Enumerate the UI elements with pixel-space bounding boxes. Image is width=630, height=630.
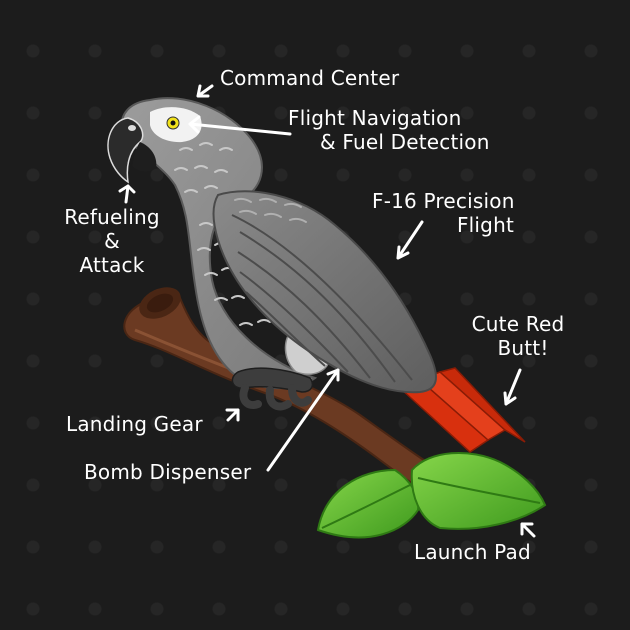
label-launch-pad: Launch Pad xyxy=(414,540,531,564)
red-tail xyxy=(398,367,526,453)
arrow-flight-navigation xyxy=(188,115,292,136)
label-cute-red-butt-line2: Butt! xyxy=(497,336,549,360)
label-bomb-dispenser: Bomb Dispenser xyxy=(84,460,252,484)
parrot-head xyxy=(107,107,202,184)
arrow-launch-pad xyxy=(520,522,536,538)
annotation-arrows xyxy=(118,84,536,538)
label-refueling-line2: & xyxy=(104,229,120,253)
arrow-refueling xyxy=(118,184,136,204)
label-refueling: Refueling & Attack xyxy=(56,205,168,277)
label-precision-flight-line1: F-16 Precision xyxy=(372,189,515,213)
arrow-landing-gear xyxy=(225,408,240,422)
label-flight-navigation-line2: & Fuel Detection xyxy=(320,130,490,154)
label-command-center: Command Center xyxy=(220,66,400,90)
leaves xyxy=(316,452,547,539)
label-landing-gear: Landing Gear xyxy=(66,412,203,436)
parrot-feet xyxy=(231,367,314,411)
label-cute-red-butt: Cute Red Butt! xyxy=(462,312,574,360)
label-precision-flight: F-16 Precision Flight xyxy=(372,189,544,237)
label-precision-flight-line2: Flight xyxy=(456,213,514,237)
label-cute-red-butt-line1: Cute Red xyxy=(471,312,565,336)
branch-perch xyxy=(123,287,454,502)
arrow-command-center xyxy=(196,84,214,98)
arrow-cute-red-butt xyxy=(503,368,522,406)
arrow-bomb-dispenser xyxy=(266,368,340,472)
label-flight-navigation: Flight Navigation & Fuel Detection xyxy=(288,106,490,154)
arrow-precision-flight xyxy=(396,220,424,260)
parrot-wing xyxy=(212,190,437,394)
label-refueling-line1: Refueling xyxy=(64,205,160,229)
label-flight-navigation-line1: Flight Navigation xyxy=(288,106,462,130)
label-refueling-line3: Attack xyxy=(79,253,145,277)
